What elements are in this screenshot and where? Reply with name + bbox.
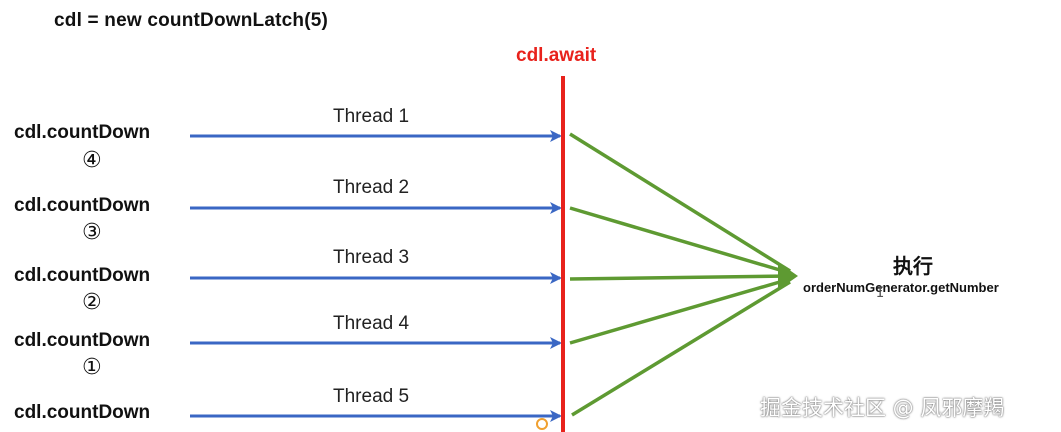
execute-label: 执行: [893, 254, 933, 278]
thread-label-5: Thread 5: [333, 386, 410, 407]
latch-init-code: cdl = new countDownLatch(5): [54, 10, 329, 31]
await-label: cdl.await: [516, 45, 597, 66]
count-symbol-4: ①: [82, 355, 102, 380]
countdown-label-3: cdl.countDown: [14, 265, 151, 286]
watermark: 掘金技术社区 @ 凤邪摩羯: [760, 396, 1005, 420]
thread-label-3: Thread 3: [333, 247, 410, 268]
count-symbol-2: ③: [82, 220, 102, 245]
release-arrowhead: [778, 262, 798, 290]
countdown-label-2: cdl.countDown: [14, 195, 151, 216]
countdown-label-4: cdl.countDown: [14, 330, 151, 351]
text-cursor-icon: I: [876, 285, 885, 301]
thread-label-1: Thread 1: [333, 106, 410, 127]
release-arrow-5: [571, 280, 791, 417]
release-arrow-1: [569, 132, 791, 273]
thread-label-4: Thread 4: [333, 313, 410, 334]
execute-method: orderNumGenerator.getNumber: [803, 280, 999, 295]
release-arrow-4: [569, 277, 791, 345]
thread-label-2: Thread 2: [333, 177, 410, 198]
countdown-label-5: cdl.countDown: [14, 402, 151, 423]
countdown-label-1: cdl.countDown: [14, 122, 151, 143]
release-arrow-3: [569, 274, 791, 281]
count-symbol-3: ②: [82, 290, 102, 315]
pointer-ring-icon: [536, 418, 548, 430]
release-arrow-2: [569, 206, 791, 275]
count-symbol-1: ④: [82, 148, 102, 173]
